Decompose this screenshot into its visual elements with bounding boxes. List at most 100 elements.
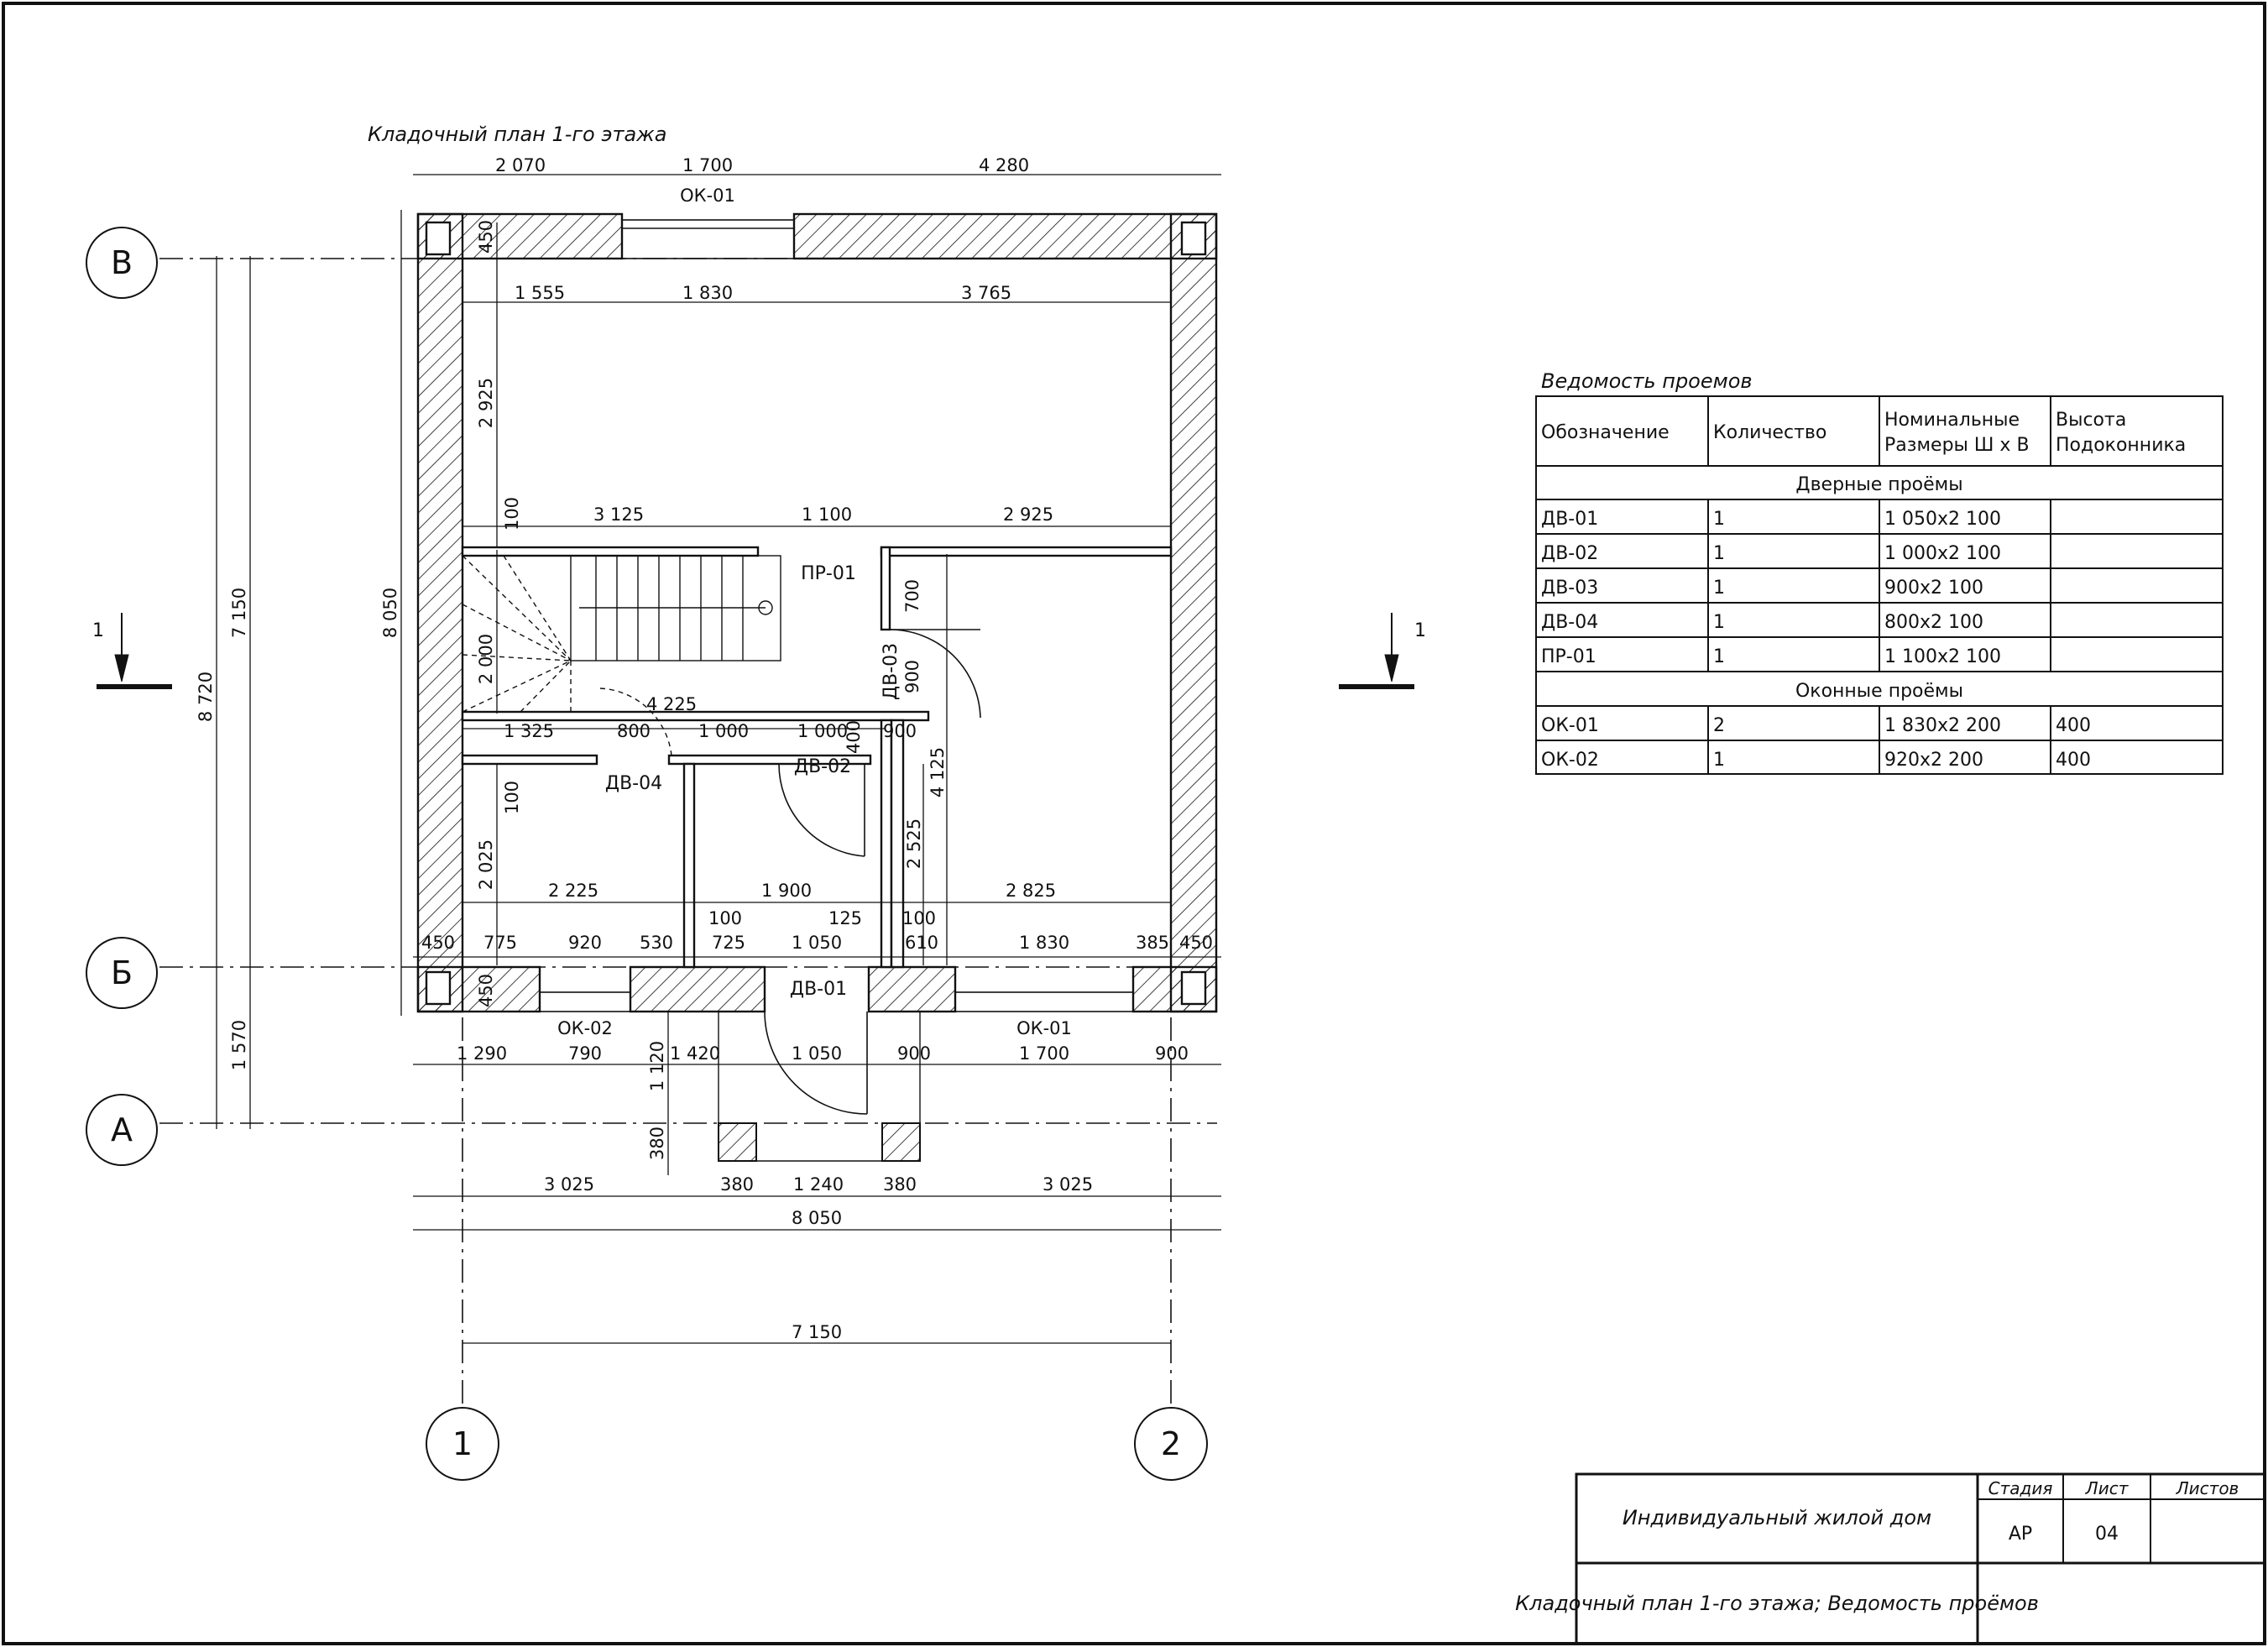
svg-text:А: А bbox=[111, 1111, 133, 1148]
svg-text:1 100х2 100: 1 100х2 100 bbox=[1884, 646, 2001, 667]
stamp-sheet-label: Лист bbox=[2085, 1478, 2130, 1498]
svg-text:920: 920 bbox=[568, 933, 602, 953]
window-ok01-bottom bbox=[954, 991, 1134, 1012]
axis-bubble-v bbox=[86, 227, 158, 299]
svg-text:7 150: 7 150 bbox=[229, 588, 249, 638]
svg-text:ОК-02: ОК-02 bbox=[1541, 750, 1599, 771]
section-mark-right bbox=[1339, 613, 1414, 689]
label-ok02: ОК-02 bbox=[557, 1018, 613, 1038]
svg-text:900: 900 bbox=[897, 1043, 931, 1064]
svg-text:100: 100 bbox=[708, 908, 742, 928]
svg-text:125: 125 bbox=[828, 908, 862, 928]
schedule-header-3b: Размеры Ш х В bbox=[1884, 435, 2030, 456]
svg-text:530: 530 bbox=[640, 933, 673, 953]
label-ok01-bottom: ОК-01 bbox=[1016, 1018, 1072, 1038]
label-ok01-top: ОК-01 bbox=[680, 186, 735, 206]
schedule-header-1: Обозначение bbox=[1541, 422, 1670, 443]
schedule-group-doors: Дверные проёмы bbox=[1795, 474, 1962, 495]
svg-text:900: 900 bbox=[902, 660, 922, 693]
svg-text:1 050х2 100: 1 050х2 100 bbox=[1884, 509, 2001, 530]
svg-text:1: 1 bbox=[452, 1425, 473, 1462]
svg-text:1 700: 1 700 bbox=[682, 155, 733, 175]
opening-schedule: Ведомость проемов Обозначение Количество… bbox=[1535, 369, 2224, 775]
svg-text:1 830: 1 830 bbox=[682, 283, 733, 303]
svg-text:400: 400 bbox=[2056, 715, 2091, 736]
porch bbox=[718, 1012, 921, 1162]
svg-text:3 765: 3 765 bbox=[961, 283, 1011, 303]
staircase bbox=[462, 555, 781, 756]
plan-title: Кладочный план 1-го этажа bbox=[368, 123, 667, 146]
svg-text:450: 450 bbox=[476, 220, 496, 254]
schedule-group-windows: Оконные проёмы bbox=[1795, 681, 1963, 702]
windows bbox=[539, 219, 1134, 1012]
svg-text:8 050: 8 050 bbox=[380, 588, 400, 638]
section-label-right: 1 bbox=[1414, 620, 1426, 641]
interior-walls bbox=[461, 546, 1173, 969]
stamp-sheet-title: Кладочный план 1-го этажа; Ведомость про… bbox=[1515, 1592, 2039, 1615]
schedule-header-2: Количество bbox=[1713, 422, 1826, 443]
svg-text:400: 400 bbox=[2056, 750, 2091, 771]
label-dv02: ДВ-02 bbox=[794, 756, 851, 777]
svg-text:ДВ-01: ДВ-01 bbox=[1541, 509, 1598, 530]
section-label-left: 1 bbox=[92, 620, 104, 641]
svg-text:2 025: 2 025 bbox=[476, 839, 496, 890]
walls bbox=[416, 212, 1218, 1013]
door-swings bbox=[764, 629, 981, 1115]
svg-text:2 225: 2 225 bbox=[548, 881, 598, 901]
svg-text:3 025: 3 025 bbox=[1043, 1174, 1093, 1195]
svg-text:2 925: 2 925 bbox=[1003, 505, 1053, 525]
axis-bubble-b bbox=[86, 937, 158, 1009]
svg-text:1 000х2 100: 1 000х2 100 bbox=[1884, 543, 2001, 564]
svg-text:8 720: 8 720 bbox=[196, 672, 216, 722]
svg-text:1 050: 1 050 bbox=[792, 933, 842, 953]
schedule-header-3a: Номинальные bbox=[1884, 410, 2020, 431]
svg-text:790: 790 bbox=[568, 1043, 602, 1064]
svg-text:380: 380 bbox=[647, 1127, 667, 1160]
schedule-header-4a: Высота bbox=[2056, 410, 2126, 431]
wall-east bbox=[1169, 212, 1218, 1013]
wall-west bbox=[416, 212, 464, 1013]
window-ok01-top bbox=[621, 219, 795, 259]
svg-text:2 525: 2 525 bbox=[904, 818, 924, 869]
svg-text:725: 725 bbox=[712, 933, 745, 953]
axis-markers: В Б А 1 2 bbox=[86, 227, 1208, 1481]
svg-text:1 290: 1 290 bbox=[457, 1043, 507, 1064]
svg-text:1 830х2 200: 1 830х2 200 bbox=[1884, 715, 2001, 736]
title-block: Индивидуальный жилой дом Кладочный план … bbox=[1515, 1472, 2266, 1645]
svg-text:1 700: 1 700 bbox=[1019, 1043, 1069, 1064]
svg-text:8 050: 8 050 bbox=[792, 1208, 842, 1228]
svg-text:7 150: 7 150 bbox=[792, 1322, 842, 1342]
svg-text:450: 450 bbox=[1179, 933, 1213, 953]
floor-plan: Кладочный план 1-го этажа В Б А 1 2 bbox=[86, 123, 1426, 1481]
svg-text:2 825: 2 825 bbox=[1006, 881, 1056, 901]
svg-text:ДВ-04: ДВ-04 bbox=[1541, 612, 1598, 633]
window-ok02 bbox=[539, 991, 631, 1012]
svg-text:Б: Б bbox=[111, 954, 133, 991]
wall-north-right bbox=[792, 212, 1218, 260]
svg-text:900: 900 bbox=[883, 721, 917, 741]
svg-text:2: 2 bbox=[1713, 715, 1725, 736]
svg-text:2 070: 2 070 bbox=[495, 155, 546, 175]
svg-text:380: 380 bbox=[720, 1174, 754, 1195]
wall-south-2 bbox=[629, 965, 766, 1013]
svg-text:450: 450 bbox=[421, 933, 455, 953]
svg-text:900: 900 bbox=[1155, 1043, 1189, 1064]
stamp-sheets-label: Листов bbox=[2176, 1478, 2239, 1498]
stamp-project: Индивидуальный жилой дом bbox=[1623, 1506, 1931, 1529]
stamp-sheet: 04 bbox=[2095, 1524, 2119, 1545]
svg-text:1 050: 1 050 bbox=[792, 1043, 842, 1064]
svg-text:800х2 100: 800х2 100 bbox=[1884, 612, 1983, 633]
porch-column-left bbox=[718, 1122, 757, 1162]
wall-south-3 bbox=[867, 965, 957, 1013]
svg-text:380: 380 bbox=[883, 1174, 917, 1195]
svg-text:3 125: 3 125 bbox=[593, 505, 644, 525]
svg-text:450: 450 bbox=[476, 974, 496, 1007]
svg-text:1 900: 1 900 bbox=[761, 881, 812, 901]
svg-text:1: 1 bbox=[1713, 750, 1725, 771]
axis-bubble-1 bbox=[426, 1407, 499, 1481]
svg-text:100: 100 bbox=[502, 781, 522, 814]
svg-text:1 830: 1 830 bbox=[1019, 933, 1069, 953]
stamp-stage: АР bbox=[2009, 1524, 2032, 1545]
